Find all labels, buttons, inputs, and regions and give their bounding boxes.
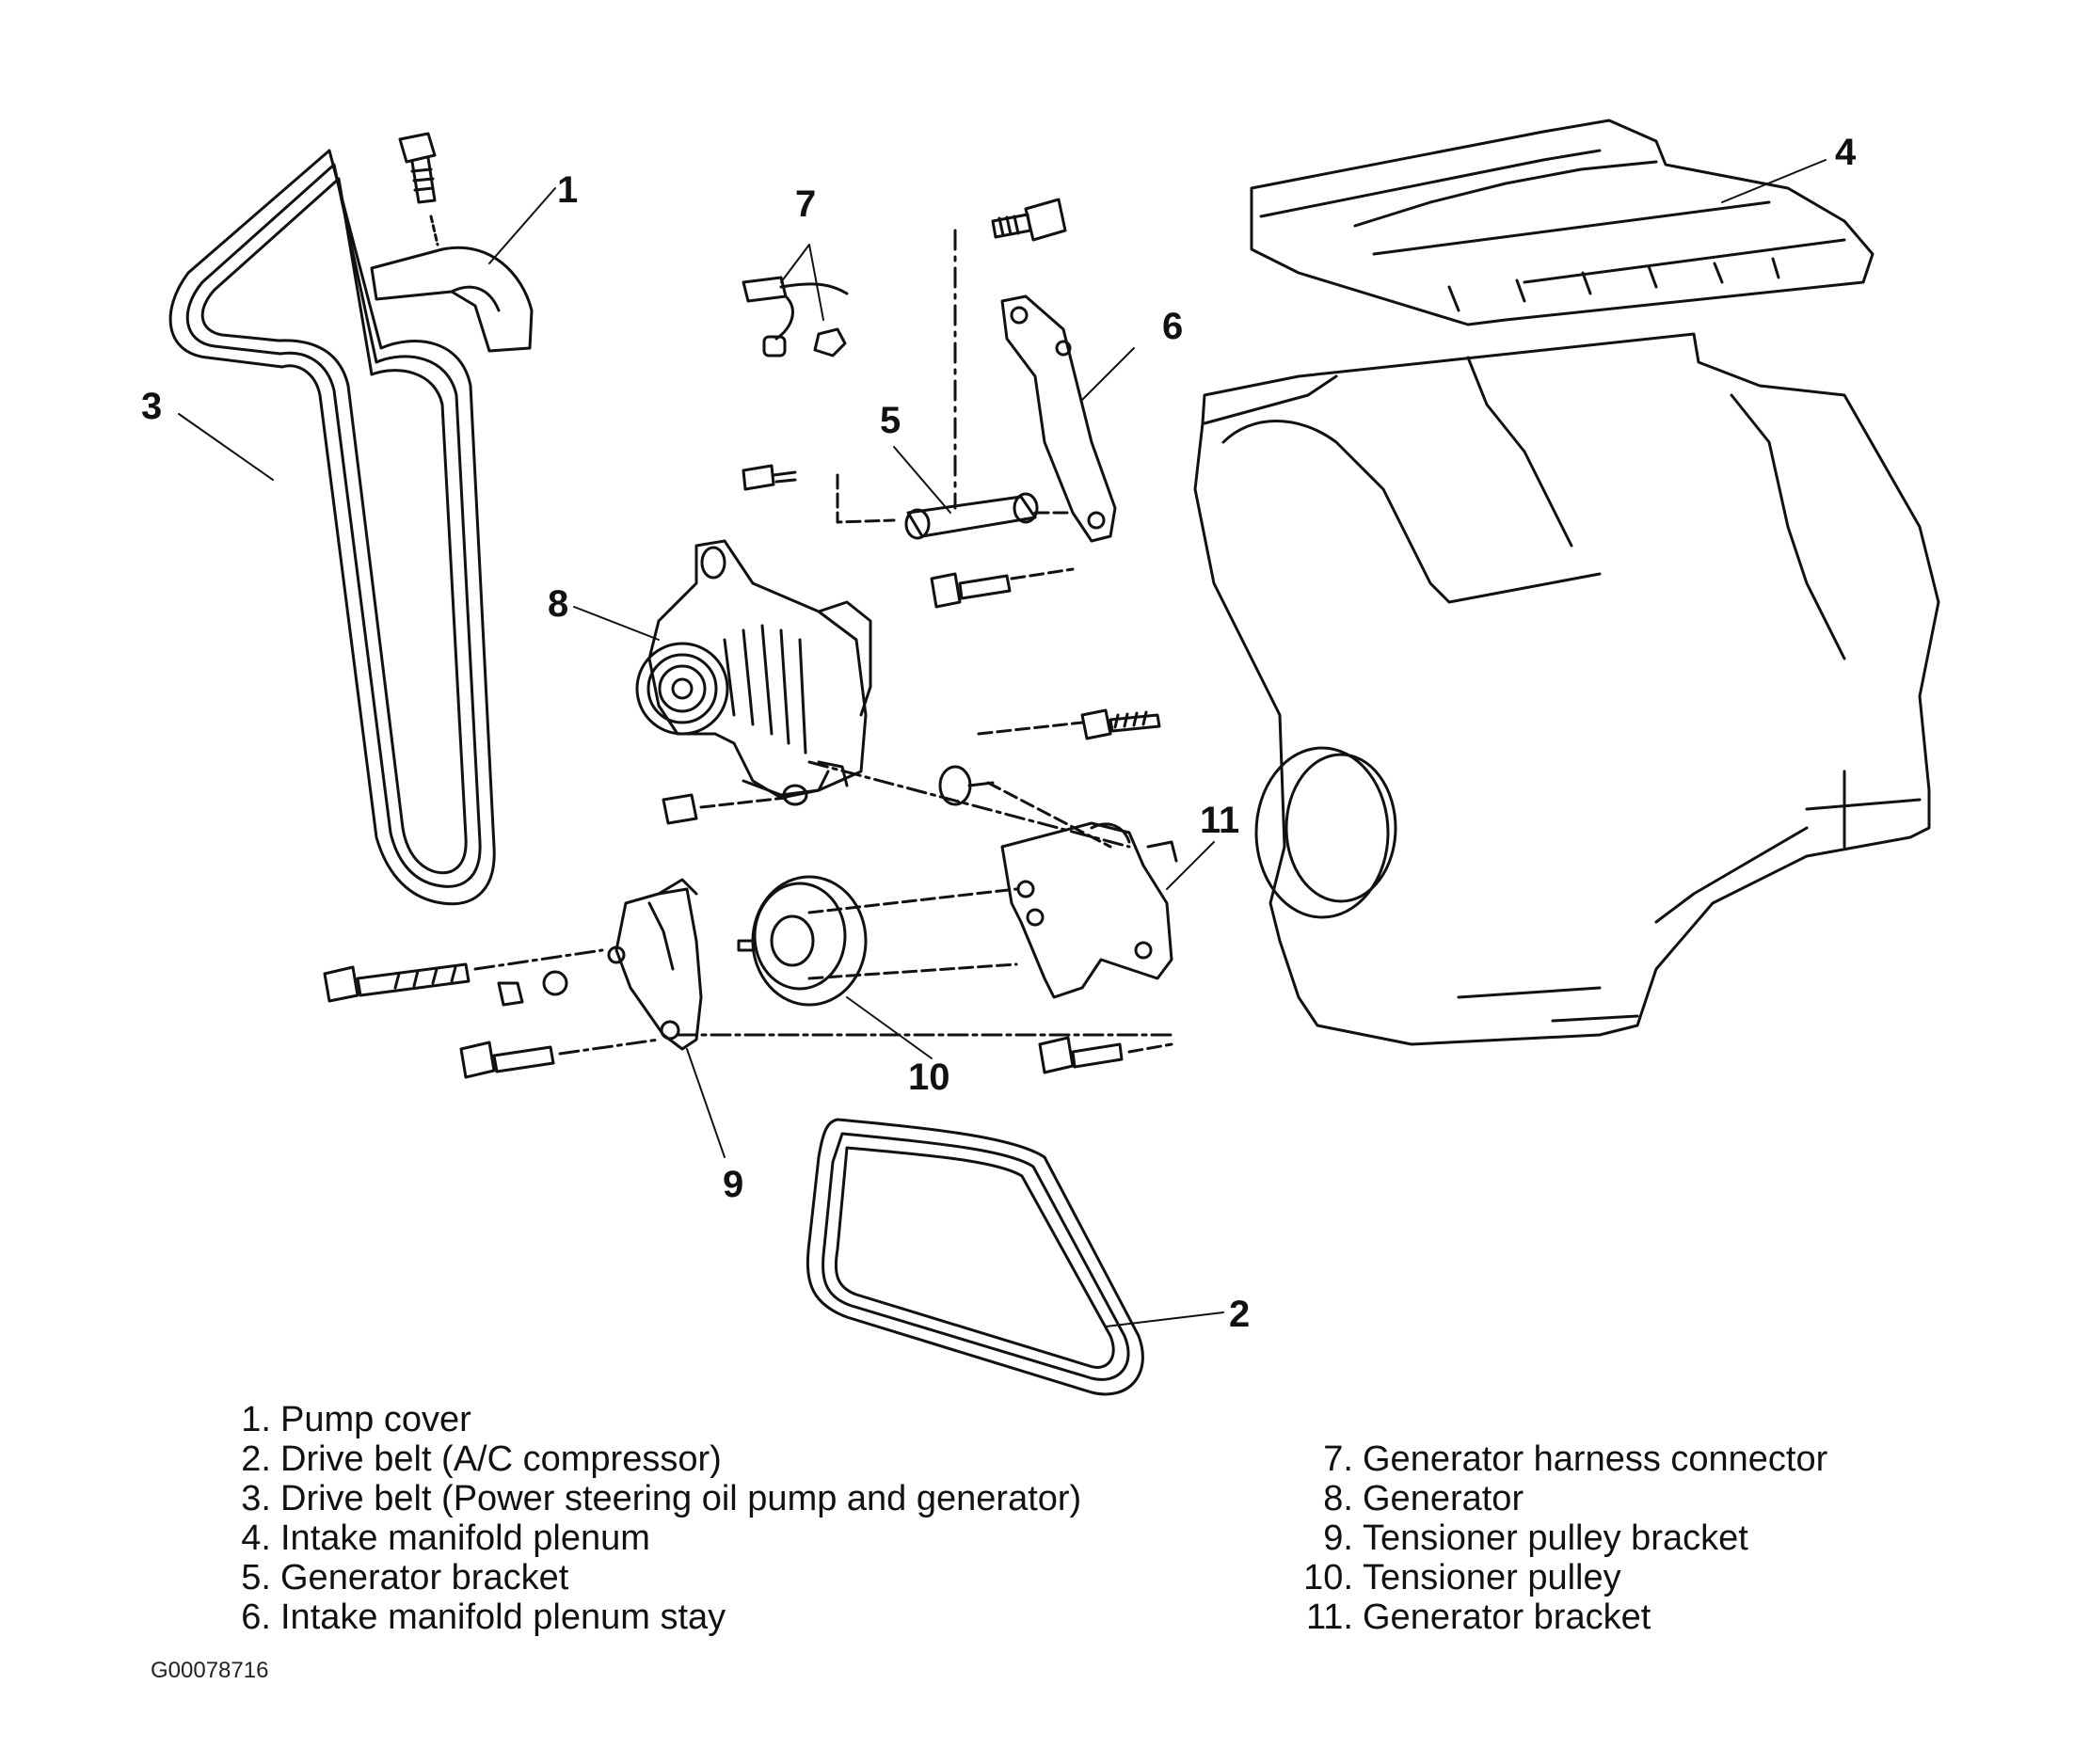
callout-6: 6 <box>1162 306 1183 347</box>
drive-belt-power-steering <box>168 149 496 906</box>
legend-item: 6.Intake manifold plenum stay <box>222 1597 1081 1637</box>
callout-11: 11 <box>1200 800 1239 841</box>
plenum-stay-bolt <box>953 198 1067 510</box>
legend-number: 2. <box>241 1439 271 1479</box>
legend-text: Tensioner pulley <box>1363 1558 1621 1597</box>
tensioner-bracket <box>607 878 703 1051</box>
leader-lines <box>178 159 1827 1327</box>
legend-text: Generator harness connector <box>1363 1439 1828 1479</box>
legend-number: 8. <box>1323 1479 1353 1518</box>
callout-4: 4 <box>1835 132 1857 173</box>
legend-number: 5. <box>241 1558 271 1597</box>
drive-belt-ac <box>806 1118 1144 1396</box>
legend-item: 2.Drive belt (A/C compressor) <box>222 1439 1081 1479</box>
legend-item: 10. Tensioner pulley <box>1285 1558 1827 1597</box>
legend-text: Intake manifold plenum stay <box>280 1597 726 1637</box>
engine-block <box>1193 119 1940 1046</box>
legend-text: Intake manifold plenum <box>280 1518 650 1558</box>
legend-text: Drive belt (Power steering oil pump and … <box>280 1479 1082 1518</box>
legend-item: 4.Intake manifold plenum <box>222 1518 1081 1558</box>
callout-8: 8 <box>548 583 568 625</box>
callout-7: 7 <box>795 183 816 225</box>
legend-right-column: 7.Generator harness connector 8. Generato… <box>1285 1439 1827 1637</box>
plenum-stay <box>1000 294 1117 543</box>
generator <box>635 539 872 806</box>
legend-text: Generator bracket <box>1363 1597 1651 1637</box>
legend-item: 11.Generator bracket <box>1285 1597 1827 1637</box>
callout-5: 5 <box>880 400 901 441</box>
legend-number: 10. <box>1303 1558 1353 1597</box>
callout-2: 2 <box>1229 1294 1250 1335</box>
legend-item: 1.Pump cover <box>222 1400 1081 1439</box>
generator-bolts <box>662 567 1161 849</box>
figure-id: G00078716 <box>151 1658 269 1683</box>
generator-adjusting-bracket <box>742 464 1075 540</box>
callout-1: 1 <box>557 169 578 211</box>
generator-mount-bracket <box>1000 821 1178 999</box>
legend-text: Generator bracket <box>280 1558 569 1597</box>
legend-left-column: 1.Pump cover 2.Drive belt (A/C compresso… <box>222 1400 1081 1637</box>
legend-item: 5.Generator bracket <box>222 1558 1081 1597</box>
legend-text: Drive belt (A/C compressor) <box>280 1439 722 1479</box>
legend-number: 4. <box>241 1518 271 1558</box>
legend-item: 9.Tensioner pulley bracket <box>1285 1518 1827 1558</box>
callout-3: 3 <box>141 386 162 427</box>
legend-number: 7. <box>1323 1439 1353 1479</box>
crank-pulley <box>1254 746 1397 919</box>
legend-number: 6. <box>241 1597 271 1637</box>
callout-labels: 1 2 3 4 5 6 7 8 9 10 11 <box>141 132 1857 1335</box>
pump-cover-bolt <box>398 132 439 246</box>
legend-number: 1. <box>241 1400 271 1439</box>
legend-item: 8. Generator <box>1285 1479 1827 1518</box>
callout-10: 10 <box>908 1057 950 1098</box>
legend-number: 11. <box>1305 1597 1353 1637</box>
legend-number: 3. <box>241 1479 271 1518</box>
harness-connector <box>742 276 849 358</box>
legend-item: 3.Drive belt (Power steering oil pump an… <box>222 1479 1081 1518</box>
legend-text: Generator <box>1363 1479 1524 1518</box>
legend-item: 7.Generator harness connector <box>1285 1439 1827 1479</box>
callout-9: 9 <box>723 1164 743 1205</box>
tensioner-pulley <box>737 875 1018 1007</box>
pump-cover <box>370 246 534 353</box>
legend-text: Pump cover <box>280 1400 471 1439</box>
legend-text: Tensioner pulley bracket <box>1363 1518 1748 1558</box>
bracket-bolts <box>323 948 1173 1079</box>
legend-number: 9. <box>1323 1518 1353 1558</box>
